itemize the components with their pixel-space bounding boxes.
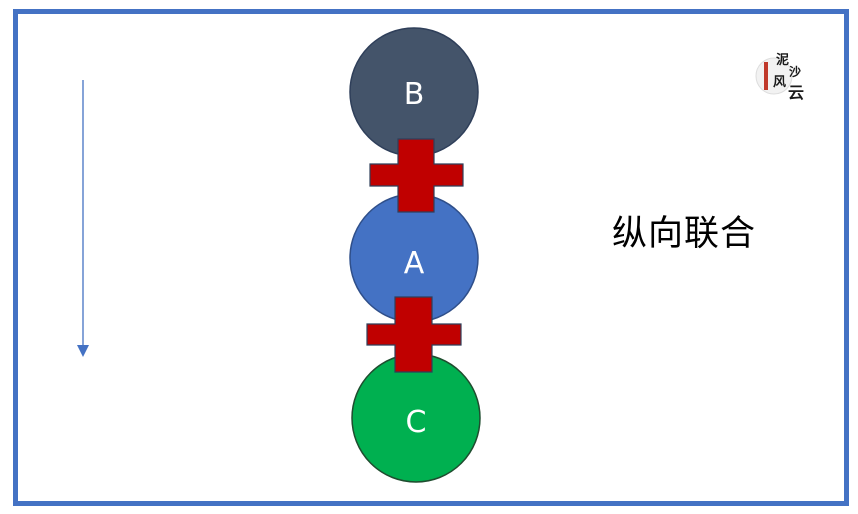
down-arrow-head [77,345,89,357]
connector-plus-bottom [366,296,462,373]
node-a-label: A [404,246,425,281]
logo-seal [764,62,768,90]
connector-plus-top [369,138,464,213]
node-c-label: C [406,405,427,440]
logo: 泥 沙 风 云 [755,53,804,102]
logo-char-3: 风 [773,75,786,90]
logo-char-4: 云 [788,83,804,102]
caption-text: 纵向联合 [612,214,757,254]
node-b-label: B [404,77,425,112]
logo-char-2: 沙 [789,65,801,79]
logo-char-1: 泥 [776,53,789,68]
